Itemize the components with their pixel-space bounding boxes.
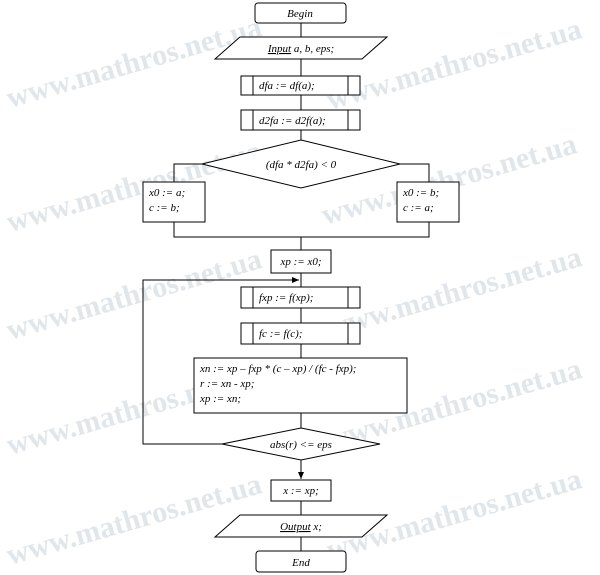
connectors (142, 23, 430, 551)
x-assign-block: x := xp; (270, 479, 332, 502)
x-assign-label: x := xp; (282, 485, 319, 497)
begin-terminator: Begin (254, 2, 347, 24)
end-terminator: End (255, 550, 347, 573)
input-label: Input a, b, eps; (267, 43, 334, 55)
fc-label: fc := f(c); (259, 328, 302, 340)
d2fa-label: d2fa := d2f(a); (259, 115, 326, 127)
watermark-text: www.mathros.net.ua (323, 240, 586, 344)
input-block: Input a, b, eps; (213, 36, 389, 60)
dfa-call-block: dfa := df(a); (240, 75, 361, 96)
watermark-text: www.mathros.net.ua (3, 10, 266, 114)
right-branch-line: c := a; (403, 202, 434, 214)
fxp-call-block: fxp := f(xp); (240, 286, 361, 309)
update-line: r := xn - xp; (200, 378, 254, 390)
update-process-block: xn := xp – fxp * (c – xp) / (fc - fxp); … (193, 357, 408, 414)
connector-line (173, 222, 430, 238)
dfa-label: dfa := df(a); (259, 80, 315, 92)
left-branch-line: c := b; (149, 202, 180, 214)
output-keyword: Output (280, 521, 312, 533)
watermark-text: www.mathros.net.ua (3, 467, 266, 571)
left-branch-block: x0 := a; c := b; (142, 181, 206, 223)
right-branch-block: x0 := b; c := a; (396, 181, 460, 223)
decision-sign-check: (dfa * d2fa) < 0 (201, 139, 401, 189)
begin-label: Begin (287, 8, 313, 20)
output-args: x; (311, 521, 322, 533)
output-label: Output x; (280, 521, 322, 533)
decision-convergence-label: abs(r) <= eps (270, 439, 332, 451)
left-branch-line: x0 := a; (148, 187, 185, 199)
watermark-text: www.mathros.net.ua (323, 12, 586, 116)
d2fa-call-block: d2fa := d2f(a); (240, 109, 361, 131)
right-branch-line: x0 := b; (402, 187, 439, 199)
decision-convergence-check: abs(r) <= eps (221, 427, 381, 461)
loop-back-arrow (142, 277, 299, 445)
end-label: End (291, 557, 310, 569)
xp-init-label: xp := x0; (279, 256, 321, 268)
update-line: xn := xp – fxp * (c – xp) / (fc - fxp); (199, 363, 356, 375)
input-args: a, b, eps; (291, 43, 334, 55)
update-line: xp := xn; (199, 393, 241, 405)
watermark-text: www.mathros.net.ua (3, 134, 266, 238)
output-block: Output x; (213, 514, 389, 538)
xp-init-block: xp := x0; (270, 249, 332, 274)
connector-line (173, 163, 202, 182)
decision-sign-label: (dfa * d2fa) < 0 (266, 159, 337, 171)
fc-call-block: fc := f(c); (240, 322, 361, 345)
connector-line (400, 163, 430, 182)
fxp-label: fxp := f(xp); (259, 292, 313, 304)
watermark-text: www.mathros.net.ua (3, 242, 266, 346)
input-keyword: Input (267, 43, 292, 55)
